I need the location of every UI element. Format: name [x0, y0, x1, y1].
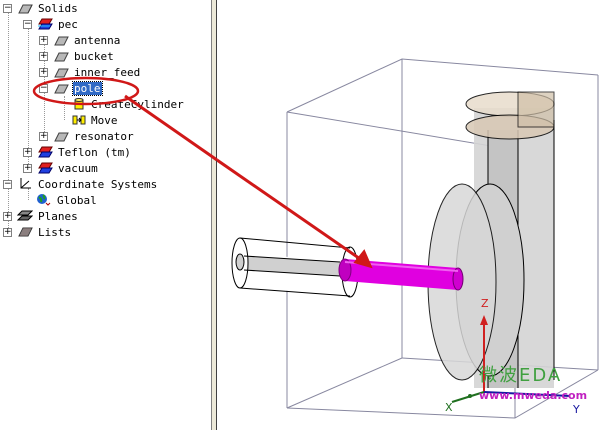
tree-item-planes[interactable]: + Planes — [3, 208, 79, 224]
create-cylinder-icon — [74, 98, 84, 110]
expand-toggle[interactable]: + — [39, 35, 48, 45]
tree-label: Coordinate Systems — [38, 177, 158, 191]
tree-item-resonator[interactable]: + resonator — [39, 128, 135, 144]
z-axis-label: Z — [481, 297, 489, 310]
tree-item-bucket[interactable]: + bucket — [39, 48, 115, 64]
project-tree: − Solids − pec + antenna + bucket + inne… — [0, 0, 211, 430]
tree-item-pec[interactable]: − pec — [23, 16, 79, 32]
material-red-blue-icon — [38, 18, 53, 30]
annotation-arrow — [217, 158, 373, 269]
solid-gray-icon — [54, 36, 69, 46]
tree-label: vacuum — [58, 161, 98, 175]
tree-connector — [64, 96, 65, 120]
solid-gray-icon — [54, 132, 69, 142]
tree-label: Move — [91, 113, 118, 127]
axes-triad — [451, 315, 571, 403]
tree-label: resonator — [74, 129, 134, 143]
tree-item-lists[interactable]: + Lists — [3, 224, 72, 240]
tree-item-solids[interactable]: − Solids — [3, 0, 79, 16]
tree-connector — [8, 184, 9, 232]
expand-toggle[interactable]: + — [23, 163, 32, 173]
tree-label: Planes — [38, 209, 78, 223]
model-canvas — [217, 58, 599, 419]
watermark-title: 微波EDA — [479, 365, 563, 386]
tree-item-antenna[interactable]: + antenna — [39, 32, 121, 48]
globe-icon — [37, 194, 51, 206]
expand-toggle[interactable]: + — [3, 211, 12, 221]
coax-feed — [231, 237, 359, 298]
tree-label: Teflon (tm) — [58, 145, 131, 159]
tree-connector — [28, 28, 29, 168]
tree-connector — [28, 188, 29, 200]
tree-label: Solids — [38, 1, 78, 15]
tree-label: inner_feed — [74, 65, 141, 79]
solid-gray-icon — [54, 68, 69, 78]
z-axis-arrow — [480, 315, 488, 325]
tree-label: CreateCylinder — [91, 97, 184, 111]
tree-item-create-cylinder[interactable]: CreateCylinder — [72, 96, 185, 112]
tree-item-pole[interactable]: − pole — [39, 80, 103, 96]
solid-gray-icon — [18, 4, 33, 14]
move-icon — [72, 115, 86, 125]
x-axis-label: X — [445, 401, 453, 414]
axes-icon — [20, 178, 31, 189]
tree-label: bucket — [74, 49, 114, 63]
pole-cylinder — [338, 258, 464, 291]
material-red-blue-icon — [38, 162, 53, 174]
expand-toggle[interactable]: + — [23, 147, 32, 157]
tree-label: Global — [57, 193, 97, 207]
expand-toggle[interactable]: + — [39, 67, 48, 77]
tree-label: Lists — [38, 225, 72, 239]
tree-item-global[interactable]: Global — [36, 192, 98, 208]
expand-toggle[interactable]: + — [3, 227, 12, 237]
solid-gray-icon — [54, 84, 69, 94]
tree-label: antenna — [74, 33, 121, 47]
tree-item-teflon[interactable]: + Teflon (tm) — [23, 144, 132, 160]
tree-item-move[interactable]: Move — [72, 112, 119, 128]
collapse-toggle[interactable]: − — [39, 83, 48, 93]
tree-item-coordinate-systems[interactable]: − Coordinate Systems — [3, 176, 158, 192]
solid-gray-icon — [54, 52, 69, 62]
material-red-blue-icon — [38, 146, 53, 158]
tree-item-inner-feed[interactable]: + inner_feed — [39, 64, 141, 80]
tree-item-vacuum[interactable]: + vacuum — [23, 160, 99, 176]
collapse-toggle[interactable]: − — [3, 179, 12, 189]
planes-icon — [17, 210, 33, 221]
lists-icon — [18, 227, 33, 237]
3d-model-view[interactable]: Z Y X 微波EDA www.mweda.com — [217, 0, 606, 430]
collapse-toggle[interactable]: − — [3, 3, 12, 13]
expand-toggle[interactable]: + — [39, 131, 48, 141]
collapse-toggle[interactable]: − — [23, 19, 32, 29]
tree-label: pec — [58, 17, 78, 31]
expand-toggle[interactable]: + — [39, 51, 48, 61]
watermark-url: www.mweda.com — [479, 389, 588, 402]
pane-splitter[interactable] — [211, 0, 217, 430]
tree-connector — [8, 12, 9, 184]
tree-label-selected: pole — [72, 80, 103, 96]
y-axis-label: Y — [573, 403, 580, 416]
